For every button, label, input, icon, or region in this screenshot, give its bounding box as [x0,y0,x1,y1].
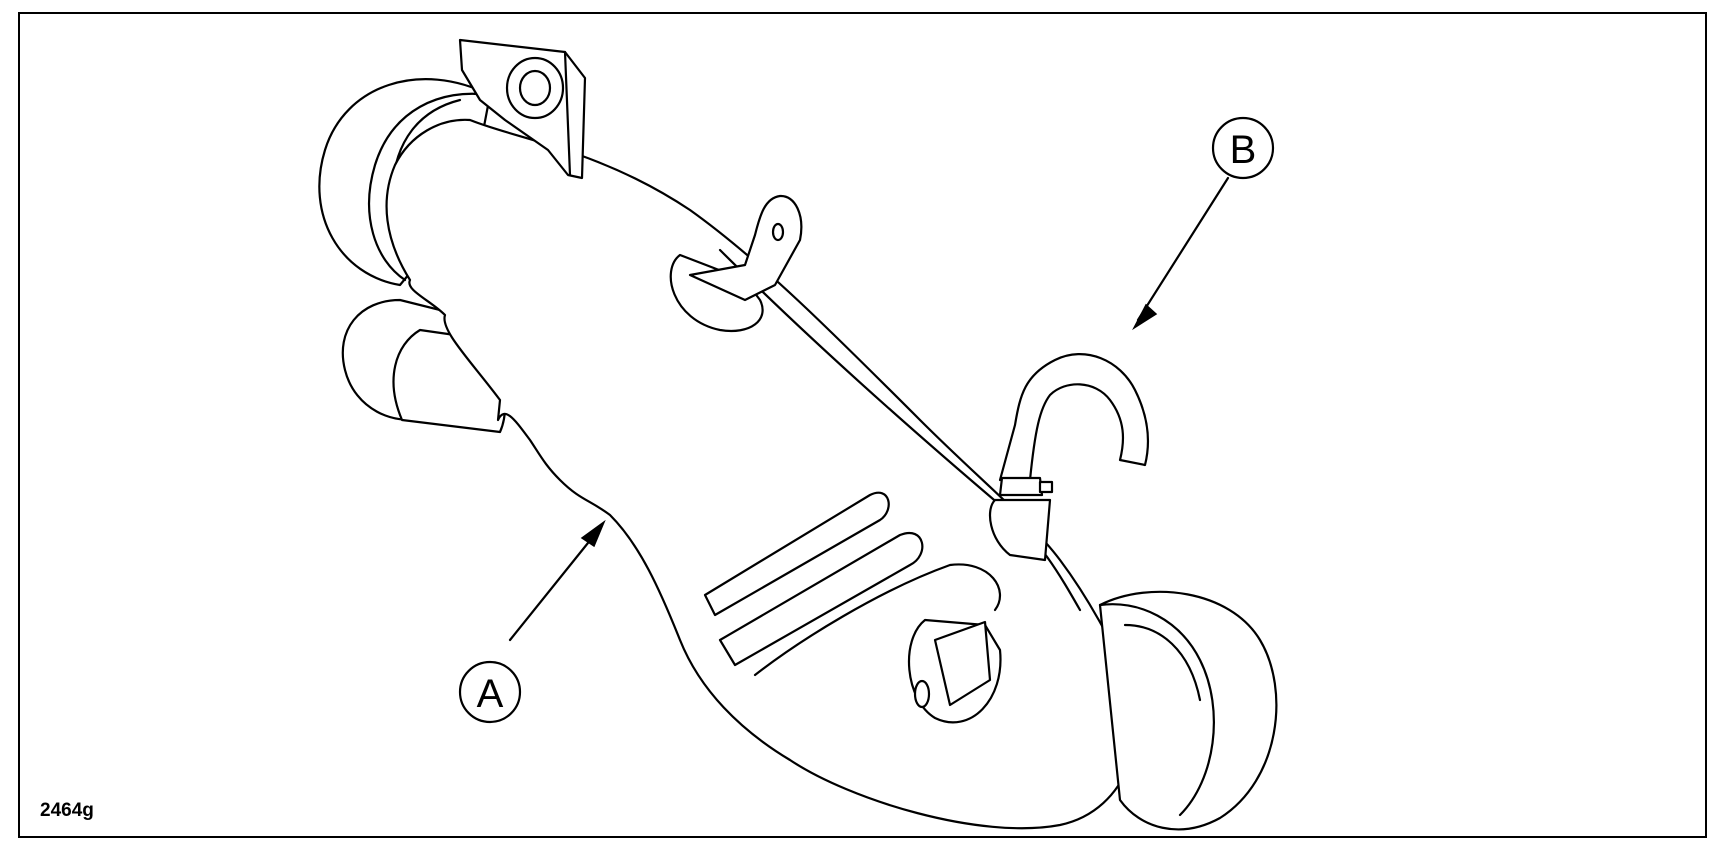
lower-mounting-tab [907,618,1002,724]
callout-a: A [458,660,522,724]
callout-a-label: A [477,672,504,716]
callout-b-label: B [1230,128,1257,172]
leader-lines [508,176,1230,642]
top-mounting-bracket [458,38,587,180]
duct-ribs [703,491,1001,677]
vent-hose [988,353,1150,562]
middle-mounting-tab [669,194,803,333]
lower-outlet-collar [1098,590,1278,831]
callout-b: B [1211,116,1275,180]
figure-id: 2464g [40,800,94,821]
